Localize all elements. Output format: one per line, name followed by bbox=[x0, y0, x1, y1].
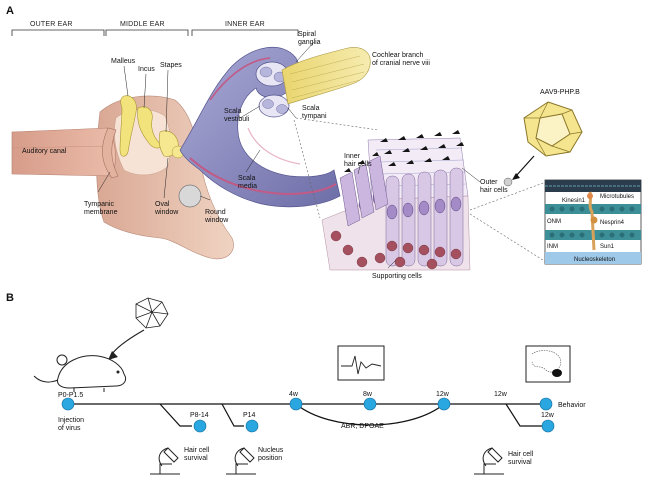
hair-cell-organ bbox=[321, 130, 471, 271]
tl-nucleus-2: position bbox=[258, 455, 282, 462]
leader-lines-a bbox=[97, 41, 481, 269]
zoom-lines bbox=[293, 117, 547, 263]
inset-nucleoskeleton: Nucleoskeleton bbox=[574, 257, 615, 263]
label-oval-1: Oval bbox=[155, 201, 170, 208]
tl-hc-survival2-2: survival bbox=[508, 459, 532, 466]
label-spiral-2: ganglia bbox=[298, 39, 321, 46]
tl-abr: ABR, DPOAE bbox=[341, 423, 384, 430]
inset-kinesin: Kinesin1 bbox=[562, 198, 586, 204]
timeline-nodes bbox=[61, 397, 555, 433]
label-malleus: Malleus bbox=[111, 58, 136, 65]
label-outer-1: Outer bbox=[480, 179, 498, 186]
label-auditory-canal: Auditory canal bbox=[22, 148, 67, 155]
label-aav: AAV9-PHP.B bbox=[540, 89, 580, 96]
label-tympanic-1: Tympanic bbox=[84, 201, 114, 208]
cochlear-nerve bbox=[281, 47, 371, 105]
microscope-icon bbox=[474, 447, 504, 475]
label-incus: Incus bbox=[138, 66, 155, 73]
microscope-icon bbox=[150, 447, 180, 475]
region-inner-ear: INNER EAR bbox=[225, 21, 265, 28]
tl-p8: P8-14 bbox=[190, 412, 209, 419]
region-brackets bbox=[11, 29, 299, 36]
label-inner-2: hair cells bbox=[344, 161, 372, 168]
round-window-shape bbox=[178, 184, 202, 208]
inset-sun: Sun1 bbox=[600, 244, 615, 250]
tl-injection-2: of virus bbox=[58, 425, 81, 432]
label-cochlear-2: of cranial nerve viii bbox=[372, 60, 430, 67]
tl-12w-b: 12w bbox=[494, 391, 508, 398]
inset-onm: ONM bbox=[547, 219, 561, 225]
mouse-icon bbox=[33, 354, 127, 392]
behavior-arena-icon bbox=[525, 345, 571, 383]
label-vestibuli-2: vestibuli bbox=[224, 116, 250, 123]
panel-a-label: A bbox=[6, 5, 14, 17]
tl-injection-1: Injection bbox=[58, 417, 84, 424]
region-outer-ear: OUTER EAR bbox=[30, 21, 73, 28]
label-tympani-2: tympani bbox=[302, 113, 327, 120]
linc-complex-inset bbox=[544, 179, 642, 265]
tl-hc-survival2-1: Hair cell bbox=[508, 451, 534, 458]
label-media-2: media bbox=[238, 183, 257, 190]
tl-behavior: Behavior bbox=[558, 402, 586, 409]
aav-arrow bbox=[515, 155, 535, 177]
panel-b-label: B bbox=[6, 292, 14, 304]
virus-injection-icon bbox=[135, 297, 169, 329]
label-cochlear-1: Cochlear branch bbox=[372, 52, 423, 59]
aav-capsid-icon bbox=[523, 101, 583, 157]
label-spiral-1: Spiral bbox=[298, 31, 316, 38]
tl-12w-c: 12w bbox=[541, 412, 555, 419]
tl-nucleus-1: Nucleus bbox=[258, 447, 284, 454]
inset-inm: INM bbox=[547, 244, 558, 250]
tympanic-membrane-shape bbox=[102, 127, 119, 179]
tl-hc-survival-2: survival bbox=[184, 455, 208, 462]
inset-nesprin: Nesprin4 bbox=[600, 220, 625, 226]
label-round-2: window bbox=[204, 217, 229, 224]
microscope-icon bbox=[226, 447, 256, 475]
label-vestibuli-1: Scala bbox=[224, 108, 242, 115]
malleus-bone bbox=[119, 95, 137, 157]
label-media-1: Scala bbox=[238, 175, 256, 182]
tl-hc-survival-1: Hair cell bbox=[184, 447, 210, 454]
label-stapes: Stapes bbox=[160, 62, 182, 69]
label-tympani-1: Scala bbox=[302, 105, 320, 112]
label-inner-1: Inner bbox=[344, 153, 361, 160]
region-middle-ear: MIDDLE EAR bbox=[120, 21, 165, 28]
label-round-1: Round bbox=[205, 209, 226, 216]
tl-12w-a: 12w bbox=[436, 391, 450, 398]
timeline-axis bbox=[68, 403, 548, 427]
virus-particle bbox=[503, 177, 513, 187]
abr-trace-icon bbox=[337, 345, 385, 381]
tl-p14: P14 bbox=[243, 412, 256, 419]
label-supporting: Supporting cells bbox=[372, 273, 422, 280]
label-outer-2: hair cells bbox=[480, 187, 508, 194]
inset-microtubules: Microtubules bbox=[600, 194, 634, 200]
label-tympanic-2: membrane bbox=[84, 209, 118, 216]
tl-4w: 4w bbox=[289, 391, 299, 398]
tl-8w: 8w bbox=[363, 391, 373, 398]
label-oval-2: window bbox=[154, 209, 179, 216]
tl-p0: P0-P1.5 bbox=[58, 392, 83, 399]
cochlear-cross-sections bbox=[255, 61, 290, 118]
